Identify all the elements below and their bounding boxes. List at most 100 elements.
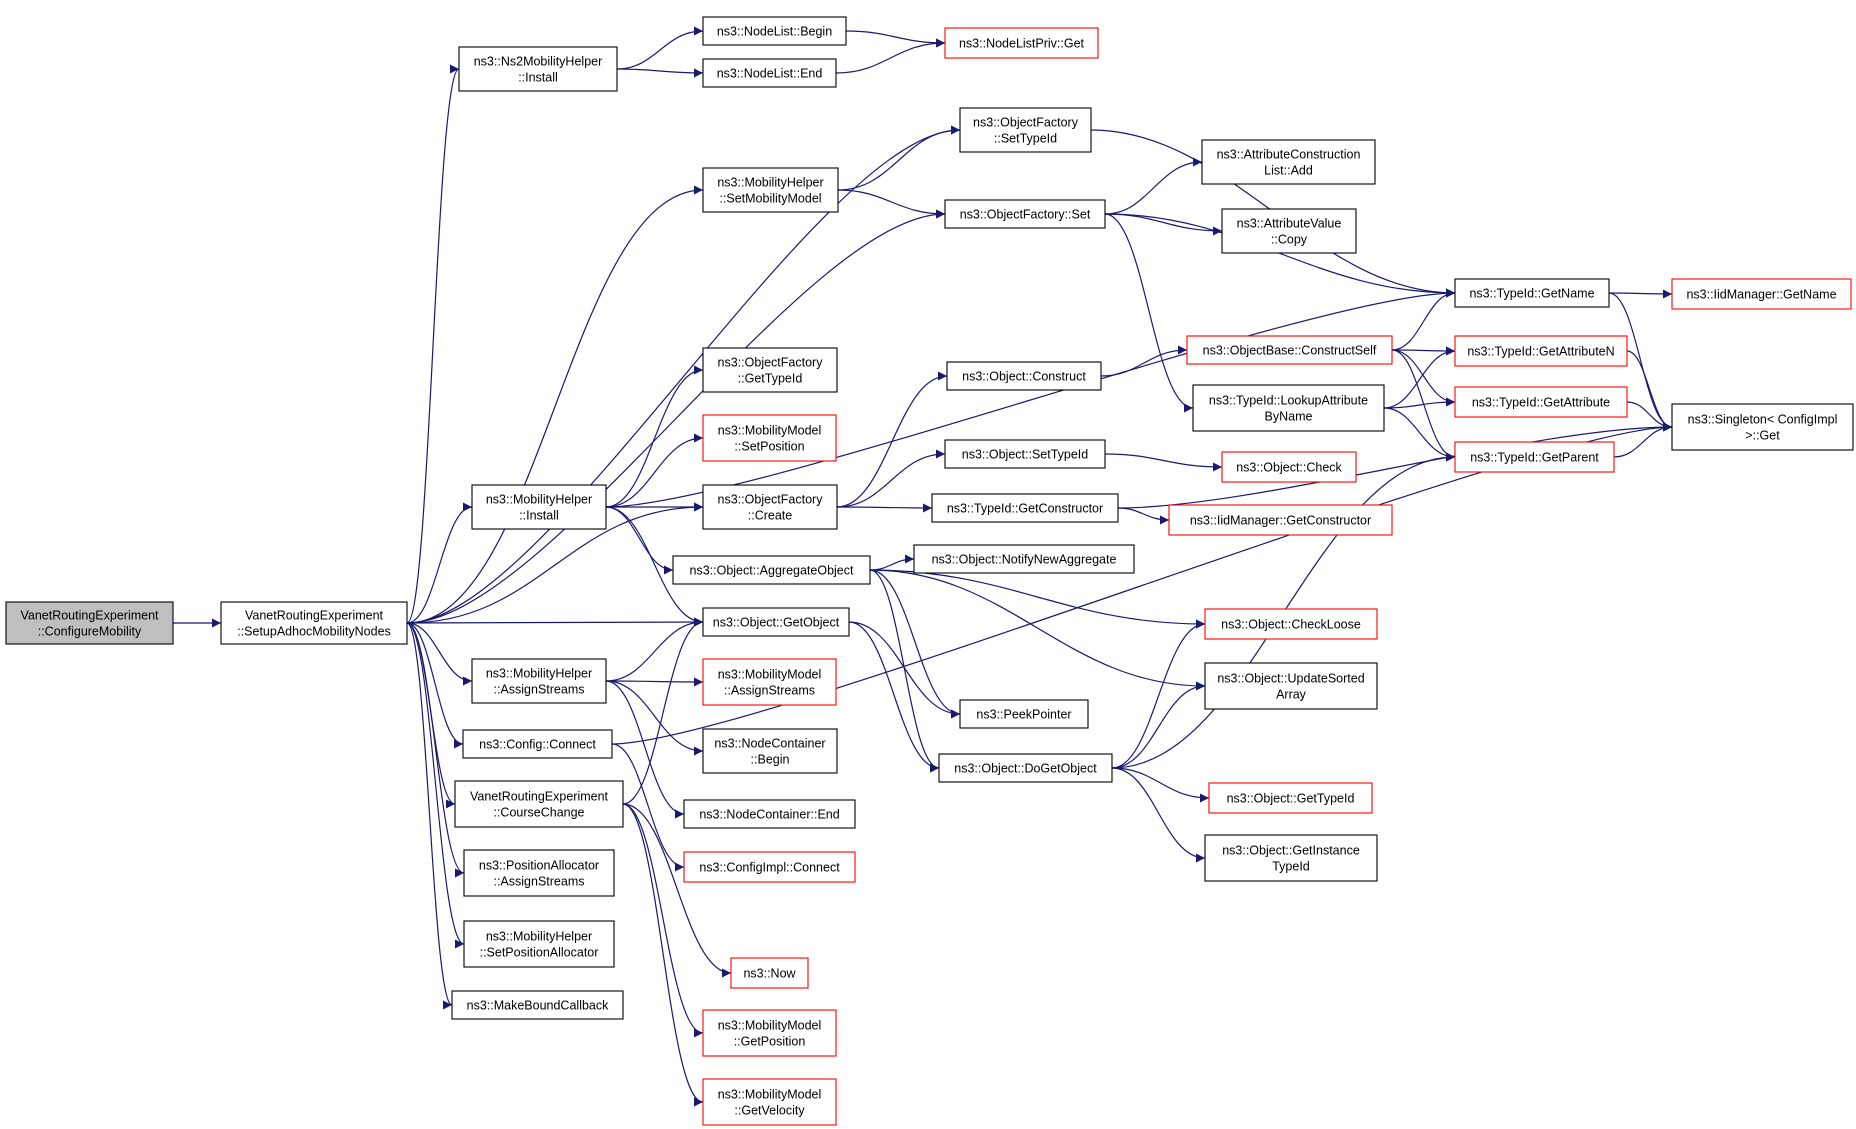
edge-ofset-to-acladd <box>1104 157 1203 215</box>
node-objcheck[interactable]: ns3::Object::Check <box>1221 451 1357 483</box>
node-objgettypeid[interactable]: ns3::Object::GetTypeId <box>1208 782 1373 814</box>
node-tidgetctor[interactable]: ns3::TypeId::GetConstructor <box>931 493 1119 523</box>
node-coursechange[interactable]: VanetRoutingExperiment::CourseChange <box>454 780 624 828</box>
node-objaggregate[interactable]: ns3::Object::AggregateObject <box>672 555 871 585</box>
node-label-line: ::AssignStreams <box>493 683 584 697</box>
node-tidgetparent[interactable]: ns3::TypeId::GetParent <box>1454 441 1615 473</box>
node-paassign[interactable]: ns3::PositionAllocator::AssignStreams <box>463 849 615 897</box>
node-singletonget[interactable]: ns3::Singleton< ConfigImpl>::Get <box>1671 403 1854 451</box>
node-label-line: ns3::MobilityHelper <box>486 493 592 507</box>
edge-ofcreate-to-objsettypeid <box>836 449 946 508</box>
node-box <box>1221 208 1357 254</box>
node-label-line: ::Create <box>748 509 793 523</box>
node-box <box>1671 403 1854 451</box>
node-box <box>702 607 850 637</box>
node-mkbound[interactable]: ns3::MakeBoundCallback <box>451 990 624 1020</box>
node-avcopy[interactable]: ns3::AttributeValue::Copy <box>1221 208 1357 254</box>
node-box <box>463 849 615 897</box>
node-label-line: ns3::Now <box>743 967 796 981</box>
node-box <box>463 920 615 968</box>
node-label-line: VanetRoutingExperiment <box>245 609 384 623</box>
node-nlend[interactable]: ns3::NodeList::End <box>702 58 837 88</box>
node-nlbegin[interactable]: ns3::NodeList::Begin <box>702 16 847 46</box>
node-objdogetobject[interactable]: ns3::Object::DoGetObject <box>938 753 1113 783</box>
node-box <box>944 27 1099 59</box>
edge-setup-to-cfgconnect <box>406 622 464 749</box>
node-box <box>944 439 1106 469</box>
node-ofcreate[interactable]: ns3::ObjectFactory::Create <box>702 484 838 530</box>
node-objsettypeid[interactable]: ns3::Object::SetTypeId <box>944 439 1106 469</box>
node-label-line: ns3::Object::CheckLoose <box>1221 618 1361 632</box>
edge-mhsetmm-to-ofsettypeid <box>837 125 961 191</box>
node-nlpget[interactable]: ns3::NodeListPriv::Get <box>944 27 1099 59</box>
node-mmgetvel[interactable]: ns3::MobilityModel::GetVelocity <box>702 1078 837 1126</box>
node-label-line: ns3::Object::Construct <box>962 370 1086 384</box>
node-box <box>462 729 613 759</box>
node-box <box>938 753 1113 783</box>
edge-objdogetobject-to-objgetinst <box>1111 767 1206 863</box>
node-label-line: ::SetTypeId <box>994 132 1057 146</box>
node-ncbegin[interactable]: ns3::NodeContainer::Begin <box>702 728 838 774</box>
node-mhsetpa[interactable]: ns3::MobilityHelper::SetPositionAllocato… <box>463 920 615 968</box>
edge-ofcreate-to-objconstruct <box>836 371 948 508</box>
node-mhinstall[interactable]: ns3::MobilityHelper::Install <box>471 484 607 530</box>
node-now[interactable]: ns3::Now <box>730 957 809 989</box>
node-mmgetpos[interactable]: ns3::MobilityModel::GetPosition <box>702 1009 837 1057</box>
node-setup[interactable]: VanetRoutingExperiment::SetupAdhocMobili… <box>220 601 408 645</box>
node-cfgimplconnect[interactable]: ns3::ConfigImpl::Connect <box>683 851 856 883</box>
edge-ns2install-to-nlend <box>616 68 704 78</box>
node-ofgettypeid[interactable]: ns3::ObjectFactory::GetTypeId <box>702 347 838 393</box>
node-peekpointer[interactable]: ns3::PeekPointer <box>959 699 1089 729</box>
node-label-line: ns3::IidManager::GetConstructor <box>1190 514 1371 528</box>
node-label-line: ns3::AttributeConstruction <box>1217 148 1361 162</box>
node-objconstruct[interactable]: ns3::Object::Construct <box>946 361 1102 391</box>
node-iidgetname[interactable]: ns3::IidManager::GetName <box>1671 278 1852 310</box>
node-box <box>959 699 1089 729</box>
edge-setup-to-mhinstall <box>406 502 473 624</box>
node-objgetobject[interactable]: ns3::Object::GetObject <box>702 607 850 637</box>
node-ncend[interactable]: ns3::NodeContainer::End <box>683 799 856 829</box>
node-mmassign[interactable]: ns3::MobilityModel::AssignStreams <box>702 658 837 706</box>
edge-obconstructself-to-tidgetname <box>1391 288 1456 351</box>
node-cm[interactable]: VanetRoutingExperiment::ConfigureMobilit… <box>5 601 174 645</box>
node-box <box>1221 451 1357 483</box>
node-objcheckloose[interactable]: ns3::Object::CheckLoose <box>1204 608 1378 640</box>
node-tidgetname[interactable]: ns3::TypeId::GetName <box>1454 278 1610 308</box>
node-label-line: List::Add <box>1264 164 1313 178</box>
node-mmsetpos[interactable]: ns3::MobilityModel::SetPosition <box>702 414 837 462</box>
node-tidgetattrn[interactable]: ns3::TypeId::GetAttributeN <box>1454 335 1628 367</box>
node-mhassign[interactable]: ns3::MobilityHelper::AssignStreams <box>471 658 607 704</box>
node-ofset[interactable]: ns3::ObjectFactory::Set <box>944 199 1106 229</box>
edge-tidgetname-to-iidgetname <box>1608 289 1673 299</box>
edge-setup-to-mhassign <box>406 622 473 686</box>
node-label-line: ns3::ObjectFactory::Set <box>960 208 1091 222</box>
edge-mhinstall-to-tidgetname <box>605 288 1456 508</box>
edge-nlend-to-nlpget <box>835 38 946 74</box>
node-obconstructself[interactable]: ns3::ObjectBase::ConstructSelf <box>1186 335 1393 365</box>
node-label-line: ns3::MobilityModel <box>718 1019 822 1033</box>
node-label-line: ns3::NodeListPriv::Get <box>959 37 1085 51</box>
edge-setup-to-ofset <box>406 209 946 624</box>
node-label-line: ns3::Config::Connect <box>479 738 596 752</box>
edge-mhassign-to-objgetobject <box>605 617 704 682</box>
node-box <box>683 851 856 883</box>
node-label-line: ns3::NodeList::End <box>717 67 823 81</box>
node-box <box>702 658 837 706</box>
node-box <box>1186 335 1393 365</box>
node-label-line: ns3::AttributeValue <box>1237 217 1342 231</box>
node-label-line: ns3::ObjectFactory <box>973 116 1079 130</box>
node-iidgetctor[interactable]: ns3::IidManager::GetConstructor <box>1168 504 1393 536</box>
edge-objsettypeid-to-objcheck <box>1104 453 1223 472</box>
node-cfgconnect[interactable]: ns3::Config::Connect <box>462 729 613 759</box>
node-objnotify[interactable]: ns3::Object::NotifyNewAggregate <box>913 544 1135 574</box>
edge-setup-to-ofcreate <box>406 502 704 624</box>
edge-objaggregate-to-objnotify <box>869 554 915 571</box>
node-ns2install[interactable]: ns3::Ns2MobilityHelper::Install <box>458 46 618 92</box>
node-tidgetattr[interactable]: ns3::TypeId::GetAttribute <box>1454 386 1628 418</box>
node-ofsettypeid[interactable]: ns3::ObjectFactory::SetTypeId <box>959 107 1092 153</box>
node-mhsetmm[interactable]: ns3::MobilityHelper::SetMobilityModel <box>702 167 839 213</box>
